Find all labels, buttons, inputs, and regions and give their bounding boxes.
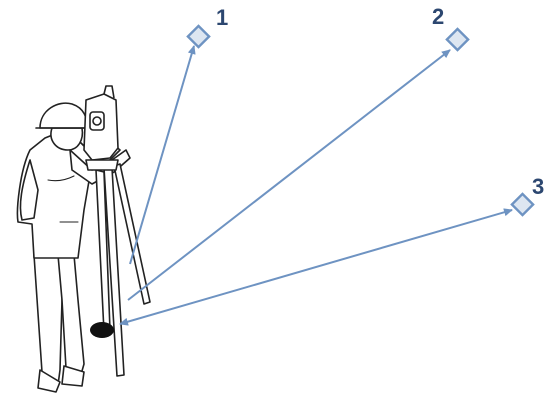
prism-diamond-icon [447,29,468,50]
target-label: 1 [216,5,228,30]
target-3: 3 [512,174,544,215]
target-label: 3 [532,174,544,199]
target-label: 2 [432,4,444,29]
ground-point-marker [90,322,114,338]
prism-diamond-icon [512,194,533,215]
prism-diamond-icon [188,26,209,47]
sight-line-to-target-3 [120,210,512,324]
tripod [96,164,150,376]
target-1: 1 [188,5,228,47]
sight-line-to-target-2 [128,50,450,300]
sight-line-to-target-1 [130,46,194,264]
target-2: 2 [432,4,468,50]
sight-lines [120,46,512,324]
